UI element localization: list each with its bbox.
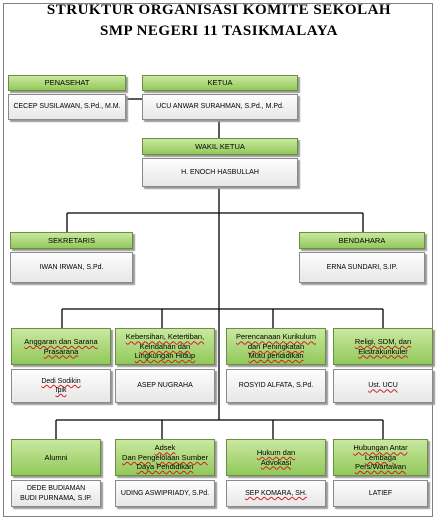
- node-penasehat-name: CECEP SUSILAWAN, S.Pd., M.M.: [8, 94, 126, 120]
- node-sekretaris-role: SEKRETARIS: [10, 232, 133, 249]
- node-penasehat: PENASEHAT CECEP SUSILAWAN, S.Pd., M.M.: [8, 75, 126, 120]
- node-kebersihan-role: Kebersihan, Ketertiban, Keindahan dan Li…: [115, 328, 215, 365]
- node-hubungan: Hubungan Antar Lembaga Pers/Wartawan LAT…: [333, 439, 428, 507]
- node-ketua-role: KETUA: [142, 75, 298, 91]
- node-wakil-ketua-name: H. ENOCH HASBULLAH: [142, 158, 298, 187]
- node-religi-role: Religi, SDM, dan Ekstrakurikuler: [333, 328, 433, 365]
- node-adsek-name: UDING ASWIPRIADY, S.Pd.: [115, 480, 215, 507]
- node-adsek: Adsek Dan Pengelolaan Sumber Daya Pendid…: [115, 439, 215, 507]
- node-kurikulum-name: ROSYID ALFATA, S.Pd.: [226, 369, 326, 403]
- node-hubungan-name: LATIEF: [333, 480, 428, 507]
- node-kebersihan: Kebersihan, Ketertiban, Keindahan dan Li…: [115, 328, 215, 403]
- node-kurikulum: Perencanaan Kurikulum dan Peningkatan Mu…: [226, 328, 326, 403]
- node-alumni-name: DEDE BUDIAMAN BUDI PURNAMA, S.IP.: [11, 480, 101, 507]
- node-hukum-name: SEP KOMARA, SH.: [226, 480, 326, 507]
- node-kurikulum-role: Perencanaan Kurikulum dan Peningkatan Mu…: [226, 328, 326, 365]
- node-hukum-role: Hukum dan Advokasi: [226, 439, 326, 476]
- node-alumni-role: Alumni: [11, 439, 101, 476]
- node-religi-name: Ust. UCU: [333, 369, 433, 403]
- node-sekretaris-name: IWAN IRWAN, S.Pd.: [10, 252, 133, 283]
- node-penasehat-role: PENASEHAT: [8, 75, 126, 91]
- node-ketua: KETUA UCU ANWAR SURAHMAN, S.Pd., M.Pd.: [142, 75, 298, 120]
- node-sekretaris: SEKRETARIS IWAN IRWAN, S.Pd.: [10, 232, 133, 283]
- node-anggaran-name: Dedi Sodikin Ipik: [11, 369, 111, 403]
- node-anggaran-role: Anggaran dan Sarana Prasarana: [11, 328, 111, 365]
- node-religi: Religi, SDM, dan Ekstrakurikuler Ust. UC…: [333, 328, 433, 403]
- chart-title-line-2: SMP NEGERI 11 TASIKMALAYA: [100, 23, 338, 39]
- node-wakil-ketua: WAKIL KETUA H. ENOCH HASBULLAH: [142, 138, 298, 187]
- node-hukum: Hukum dan Advokasi SEP KOMARA, SH.: [226, 439, 326, 507]
- node-bendahara-role: BENDAHARA: [299, 232, 425, 249]
- node-hubungan-role: Hubungan Antar Lembaga Pers/Wartawan: [333, 439, 428, 476]
- chart-frame: [3, 3, 433, 517]
- node-bendahara-name: ERNA SUNDARI, S.IP.: [299, 252, 425, 283]
- chart-title-line-1: STRUKTUR ORGANISASI KOMITE SEKOLAH: [46, 2, 392, 18]
- node-kebersihan-name: ASEP NUGRAHA: [115, 369, 215, 403]
- node-adsek-role: Adsek Dan Pengelolaan Sumber Daya Pendid…: [115, 439, 215, 476]
- node-alumni: Alumni DEDE BUDIAMAN BUDI PURNAMA, S.IP.: [11, 439, 101, 507]
- node-anggaran-sarana: Anggaran dan Sarana Prasarana Dedi Sodik…: [11, 328, 111, 403]
- node-wakil-ketua-role: WAKIL KETUA: [142, 138, 298, 155]
- node-bendahara: BENDAHARA ERNA SUNDARI, S.IP.: [299, 232, 425, 283]
- node-ketua-name: UCU ANWAR SURAHMAN, S.Pd., M.Pd.: [142, 94, 298, 120]
